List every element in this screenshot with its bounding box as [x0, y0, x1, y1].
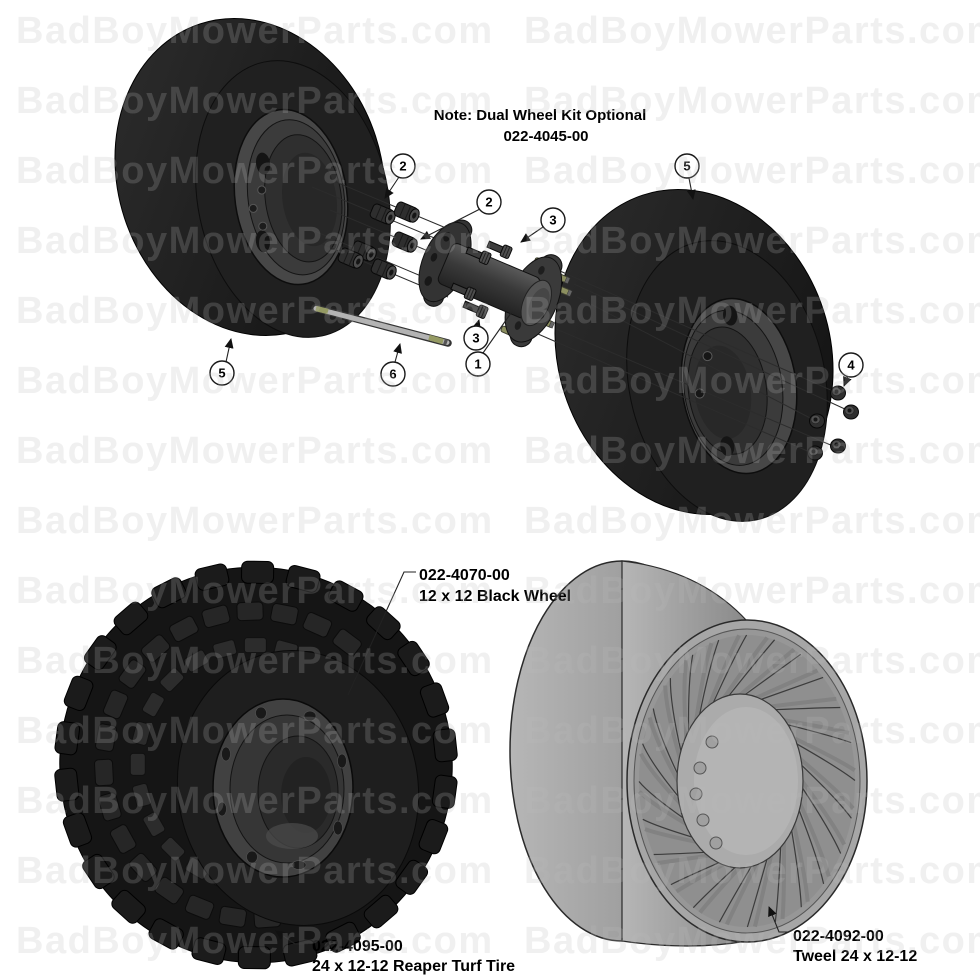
callout-4-capnuts: 4 [838, 352, 864, 387]
callout-1-hub: 1 [465, 312, 512, 377]
callout-number: 5 [683, 159, 690, 174]
callout-number: 3 [549, 213, 556, 228]
callout-number: 2 [399, 159, 406, 174]
cap-nut [830, 385, 846, 401]
tweel-hub [676, 693, 804, 869]
left-dual-wheel [114, 18, 391, 338]
part-number: 022-4092-00 [793, 928, 884, 945]
callout-3-upper: 3 [520, 207, 566, 243]
note-line-2: 022-4045-00 [503, 128, 588, 145]
alignment-lines [311, 181, 848, 454]
cap-nut [809, 413, 825, 429]
lug-nut [390, 230, 420, 255]
part-number: 022-4095-00 [312, 938, 403, 955]
callout-number: 6 [389, 367, 396, 382]
part-name: 12 x 12 Black Wheel [419, 588, 571, 605]
callout-2-lower: 2 [420, 189, 502, 240]
callout-5-left-wheel: 5 [209, 338, 235, 386]
cap-nut [830, 438, 846, 454]
callout-number: 4 [847, 358, 855, 373]
right-dual-wheel [554, 189, 834, 522]
label-tweel: 022-4092-00 Tweel 24 x 12-12 [768, 906, 917, 965]
cap-nut [843, 404, 859, 420]
dual-hub-spacer [418, 219, 573, 348]
part-number: 022-4070-00 [419, 567, 510, 584]
callout-6-axle-rod: 6 [380, 343, 406, 387]
callout-number: 1 [474, 357, 481, 372]
tweel-spokes [637, 634, 856, 928]
callout-2-upper: 2 [384, 153, 416, 199]
label-turf-tire: 022-4095-00 24 x 12-12 Reaper Turf Tire [275, 930, 515, 975]
callout-3-lower: 3 [463, 319, 489, 351]
turf-tire [54, 560, 458, 970]
label-black-wheel: 022-4070-00 12 x 12 Black Wheel [347, 567, 571, 696]
callout-number: 5 [218, 366, 225, 381]
left-wheel-rim [233, 108, 349, 286]
right-wheel-rim [680, 297, 798, 475]
part-name: Tweel 24 x 12-12 [793, 948, 917, 965]
turf-wheel-rim [212, 698, 354, 878]
note-text: Note: Dual Wheel Kit Optional 022-4045-0… [434, 107, 647, 145]
callout-number: 2 [485, 195, 492, 210]
part-name: 24 x 12-12 Reaper Turf Tire [312, 958, 515, 975]
lug-nut [392, 200, 422, 225]
cap-nut [807, 445, 823, 461]
callout-number: 3 [472, 331, 479, 346]
axle-rod [311, 304, 452, 347]
callout-5-right-wheel: 5 [674, 153, 700, 200]
tweel [509, 560, 868, 947]
note-line-1: Note: Dual Wheel Kit Optional [434, 107, 647, 124]
